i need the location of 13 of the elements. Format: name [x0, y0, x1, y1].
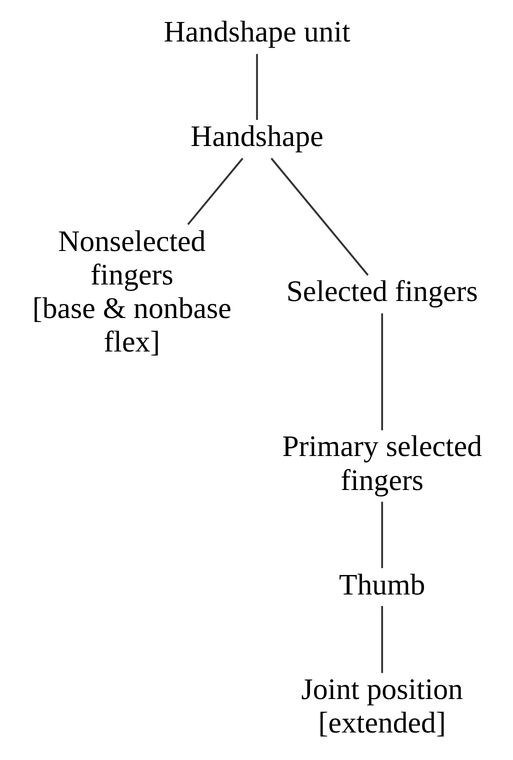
connector — [380, 606, 383, 673]
connector — [256, 54, 258, 120]
node-text: Primary selected fingers — [282, 430, 482, 497]
connector — [186, 158, 243, 226]
node-text: Nonselected fingers [base & nonbase flex] — [32, 224, 231, 359]
connector — [380, 313, 383, 430]
connector — [270, 158, 368, 276]
node-text: Joint position [extended] — [300, 672, 462, 740]
node-text: Handshape — [190, 120, 323, 154]
node-text: Selected fingers — [286, 275, 478, 308]
node-text: Handshape unit — [163, 16, 350, 49]
connector — [380, 502, 383, 568]
node-text: Thumb — [338, 568, 425, 602]
